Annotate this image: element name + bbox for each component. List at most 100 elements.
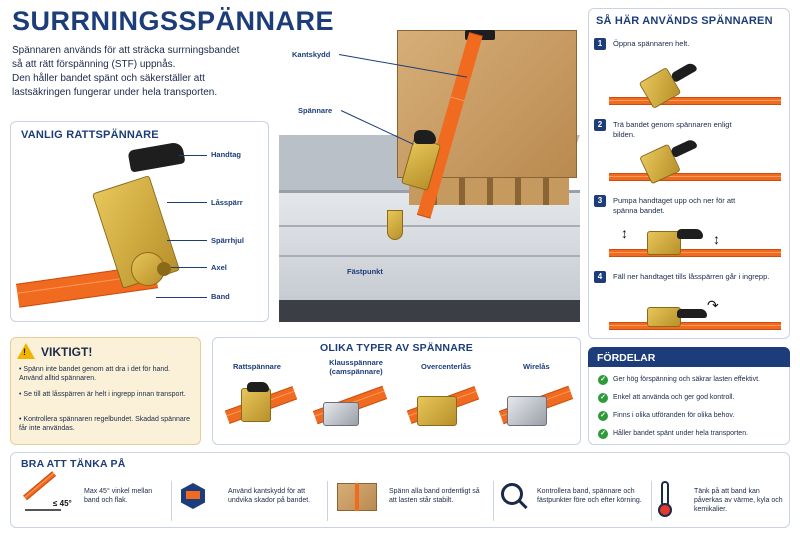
step-number: 1 [594,38,606,50]
step-ratchet [647,307,681,327]
tips-divider [327,481,328,521]
check-icon: ✓ [598,375,608,385]
leader-line [167,240,207,241]
label-handtag: Handtag [211,150,241,159]
warning-box: ! VIKTIGT! • Spänn inte bandet genom att… [10,337,201,445]
benefit-item: Ger hög förspänning och säkrar lasten ef… [613,376,760,383]
angle-label: ≤ 45° [53,499,72,508]
intro-line: lastsäkringen fungerar under hela transp… [12,87,218,98]
step-number: 3 [594,195,606,207]
angle-diagram-icon [25,489,61,511]
benefits-panel: FÖRDELAR ✓ Ger hög förspänning och säkra… [588,347,790,445]
step-ratchet-handle [670,137,698,159]
label-spannare: Spännare [298,106,333,115]
step-ratchet-handle [677,229,703,239]
step-strap [609,322,781,330]
page-title: SURRNINGSSPÄNNARE [12,6,335,36]
intro-line: Spännaren används för att sträcka surrni… [12,45,240,56]
type-ratchet-icon [241,388,271,422]
label-sparrhjul: Spärrhjul [211,236,244,245]
benefits-title: FÖRDELAR [597,352,656,364]
step-strap [609,97,781,105]
warning-item-text: Spänn inte bandet genom att dra i det fö… [19,366,171,382]
step-text: Fäll ner handtaget tills låsspärren går … [613,272,770,281]
truck-side-rib [279,225,580,227]
step-text: Pumpa handtaget upp och ner för att spän… [613,196,736,215]
step-strap [609,173,781,181]
type-label: Wirelås [523,362,550,371]
load-strap-icon [355,483,359,511]
magnifier-icon [501,483,523,505]
type-overcenter-icon [417,396,457,426]
types-title: OLIKA TYPER AV SPÄNNARE [320,342,473,354]
howto-title: SÅ HÄR ANVÄNDS SPÄNNAREN [596,15,773,27]
ratchet-handle [127,141,186,173]
warning-title: VIKTIGT! [41,345,93,359]
ratchet-axle [157,262,171,276]
warning-item: • Se till att låsspärren är helt i ingre… [19,391,186,398]
benefit-item: Finns i olika utföranden för olika behov… [613,412,735,419]
warning-icon [17,343,35,359]
edge-protector-icon-mark [186,491,200,499]
tip-text: Tänk på att band kan påverkas av värme, … [694,488,783,513]
warning-item-text: Se till att låsspärren är helt i ingrepp… [23,391,186,398]
warning-icon-mark: ! [23,347,26,357]
tips-divider [651,481,652,521]
tips-divider [493,481,494,521]
intro-line: så att rätt förspänning (STF) uppnås. [12,59,176,70]
step-number: 2 [594,119,606,131]
type-cam-buckle-icon [323,402,359,426]
step-strap [609,249,781,257]
curved-arrow-icon: ↷ [707,297,719,313]
benefit-item: Enkel att använda och ger god kontroll. [613,394,735,401]
leader-line [171,267,207,268]
tip-text: Max 45° vinkel mellan band och flak. [84,488,153,504]
tip-text: Kontrollera band, spännare och fästpunkt… [537,488,642,504]
benefits-header [588,347,790,367]
step-ratchet-handle [677,309,707,318]
label-band: Band [211,292,230,301]
types-panel: OLIKA TYPER AV SPÄNNARE Rattspännare Kla… [212,337,581,445]
step-ratchet [647,231,681,255]
type-wire-buckle-icon [507,396,547,426]
intro-text: Spännaren används för att sträcka surrni… [12,44,239,100]
check-icon: ✓ [598,411,608,421]
truck-side-rib [279,255,580,257]
leader-line [156,297,207,298]
benefit-item: Håller bandet spänt under hela transport… [613,430,749,437]
warning-item-text: Kontrollera spännaren regelbundet. Skada… [19,416,190,432]
howto-panel: SÅ HÄR ANVÄNDS SPÄNNAREN 1 Öppna spännar… [588,8,790,339]
truck-underside [279,300,580,322]
truck-scene: Kantskydd Spännare Fästpunkt [279,0,580,322]
ratchet-panel-title: VANLIG RATTSPÄNNARE [21,129,159,141]
type-ratchet-handle [247,382,269,392]
label-axel: Axel [211,263,227,272]
magnifier-handle [518,499,528,510]
ratchet-panel: VANLIG RATTSPÄNNARE Handtag Låsspärr Spä… [10,121,269,322]
step-ratchet-handle [670,61,698,83]
type-label: Klausspännare (camspännare) [329,358,383,376]
up-down-arrow-icon: ↕ [713,231,720,247]
type-label: Rattspännare [233,362,281,371]
tip-text: Använd kantskydd för att undvika skador … [228,488,311,504]
leader-line [167,202,207,203]
tips-divider [171,481,172,521]
tips-panel: BRA ATT TÄNKA PÅ ≤ 45° Max 45° vinkel me… [10,452,790,528]
tips-title: BRA ATT TÄNKA PÅ [21,458,126,470]
truck-ratchet-handle [414,130,436,144]
label-lasspar: Låsspärr [211,198,243,207]
intro-line: Den håller bandet spänt och säkerställer… [12,73,205,84]
leader-line [179,155,207,156]
thermometer-bulb [658,503,672,517]
tip-text: Spänn alla band ordentligt så att lasten… [389,488,480,504]
anchor-hook [387,210,403,240]
warning-item: • Spänn inte bandet genom att dra i det … [19,366,171,382]
label-kantskydd: Kantskydd [292,50,331,59]
label-fastpunkt: Fästpunkt [347,267,383,276]
check-icon: ✓ [598,429,608,439]
warning-item: • Kontrollera spännaren regelbundet. Ska… [19,416,190,432]
step-text: Öppna spännaren helt. [613,39,690,48]
step-text: Trä bandet genom spännaren enligt bilden… [613,120,732,139]
up-down-arrow-icon: ↕ [621,225,628,241]
step-number: 4 [594,271,606,283]
